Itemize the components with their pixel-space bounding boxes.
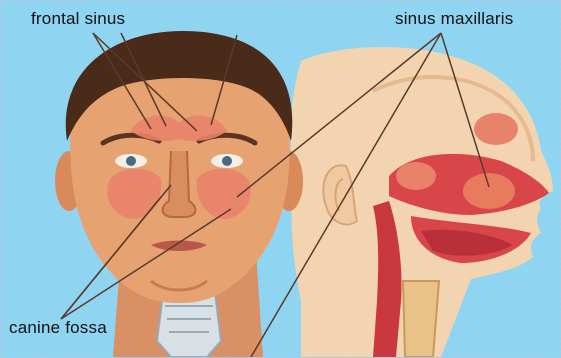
trachea xyxy=(403,281,439,357)
front-face xyxy=(55,31,303,357)
canine-fossa-label: canine fossa xyxy=(9,318,107,338)
left-iris xyxy=(126,156,136,166)
profile-maxillary-sinus xyxy=(463,173,515,209)
profile-head xyxy=(291,47,553,357)
sinus-maxillaris-label: sinus maxillaris xyxy=(395,9,513,29)
sphenoid-sinus xyxy=(396,162,436,190)
right-iris xyxy=(222,156,232,166)
profile-frontal-sinus xyxy=(474,113,518,145)
frontal-sinus-label: frontal sinus xyxy=(31,9,125,29)
